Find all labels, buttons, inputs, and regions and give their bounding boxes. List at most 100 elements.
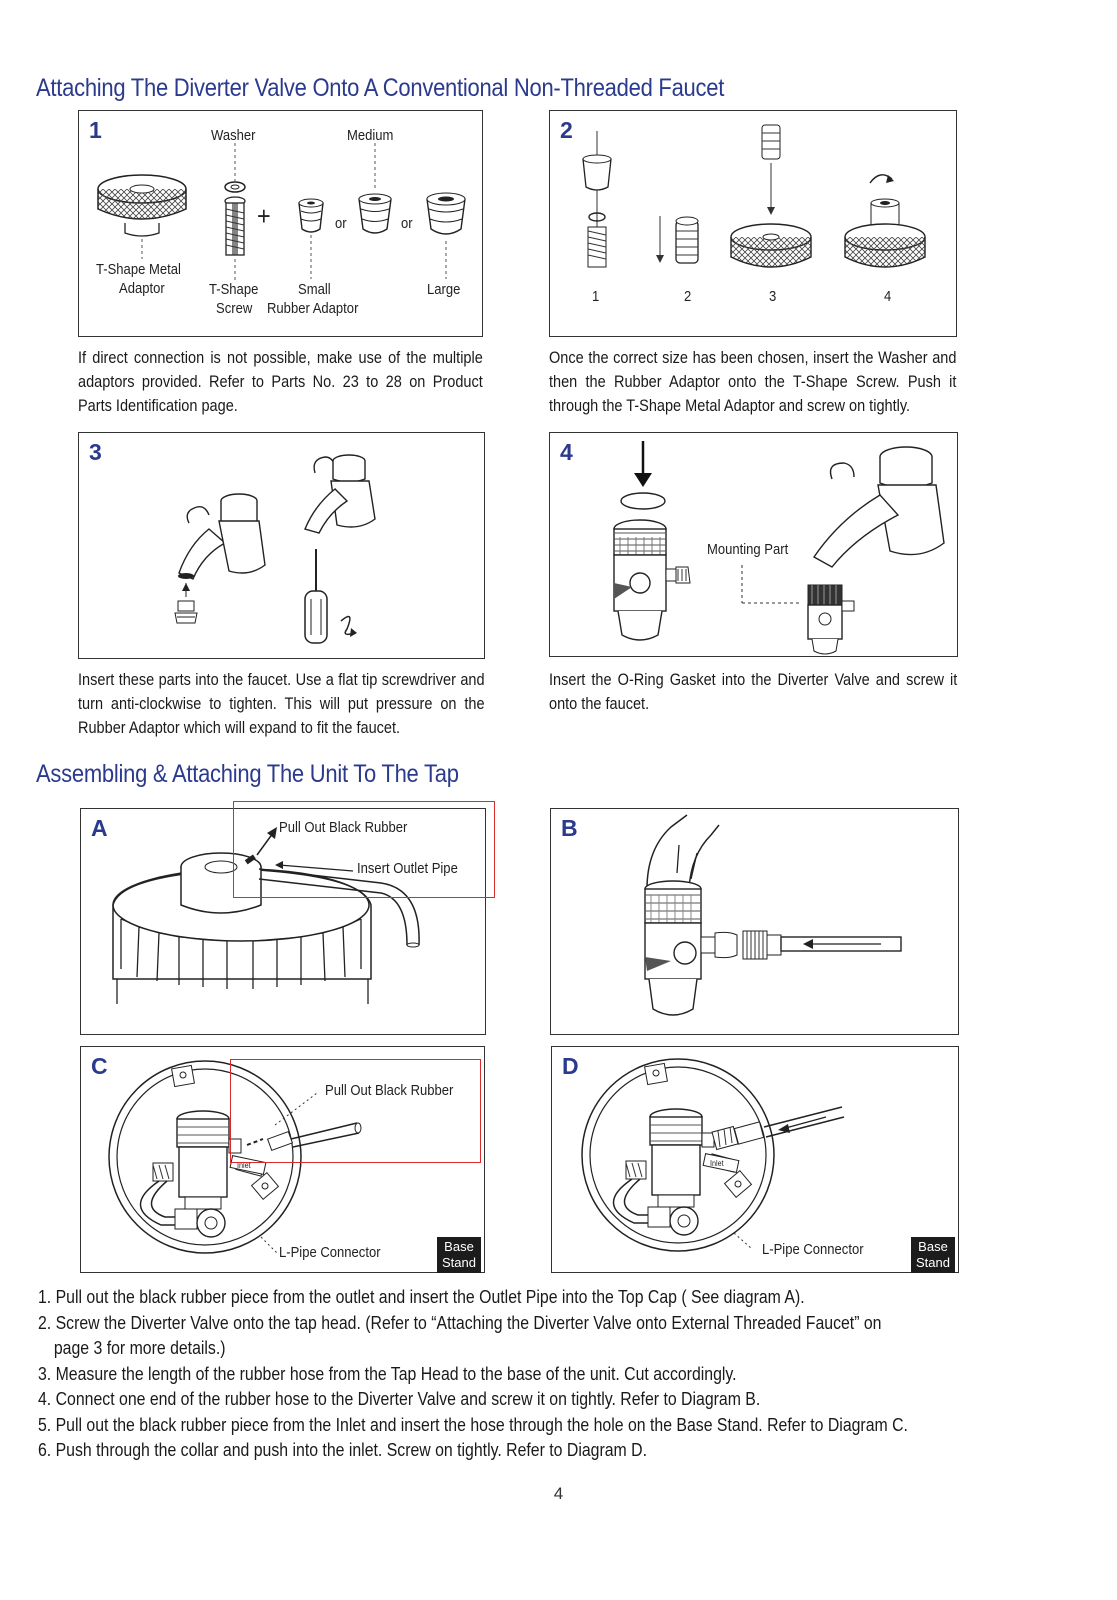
- outlet-pipe-icon: [258, 868, 420, 948]
- label-or-2: or: [401, 216, 413, 232]
- diagram-panel-4: 4 Mounting Part: [549, 432, 958, 657]
- diagram-panel-b: B: [550, 808, 959, 1035]
- base-stand-circle-icon-d: [581, 1058, 775, 1252]
- label-tshape-metal-1: T-Shape Metal: [96, 262, 181, 278]
- step-item: 2. Screw the Diverter Valve onto the tap…: [38, 1312, 882, 1359]
- hose-connector-icon: [700, 930, 782, 960]
- diverter-hose-connection-illustration: [644, 814, 902, 1016]
- label-tshape-screw-1: T-Shape: [209, 282, 259, 298]
- sub-label-2: 2: [684, 289, 692, 305]
- inlet-tag-icon: [229, 1155, 267, 1175]
- label-insert-outlet-pipe: Insert Outlet Pipe: [357, 861, 458, 877]
- base-stand-badge-c: Base Stand: [437, 1237, 481, 1273]
- insert-arrow-icon: [275, 861, 354, 872]
- faucet-icon-2: [304, 454, 376, 534]
- medium-rubber-adaptor-icon: [358, 193, 392, 234]
- panel-c-letter: C: [91, 1053, 108, 1079]
- panel-a-letter: A: [91, 815, 108, 841]
- caption-panel-3: Insert these parts into the faucet. Use …: [78, 671, 485, 737]
- panel-4-number: 4: [560, 439, 573, 465]
- label-pull-out-rubber-c: Pull Out Black Rubber: [325, 1083, 454, 1099]
- section-title-diverter: Attaching The Diverter Valve Onto A Conv…: [36, 74, 725, 102]
- caption-panel-2: Once the correct size has been chosen, i…: [549, 349, 957, 415]
- section-title-assembling: Assembling & Attaching The Unit To The T…: [36, 760, 459, 788]
- diagram-panel-1: 1 Washer Medium + or or T-Shape Metal Ad…: [78, 110, 483, 337]
- diagram-panel-a: A Pull Out Black Rubber Insert Outlet Pi…: [80, 808, 486, 1035]
- diverter-valve-icon: [613, 519, 691, 641]
- connected-hose-icon: [701, 1106, 845, 1151]
- label-tshape-screw-2: Screw: [216, 301, 253, 317]
- base-badge-line-2: Stand: [442, 1255, 476, 1270]
- caption-panel-1: If direct connection is not possible, ma…: [78, 349, 483, 415]
- panel-1-number: 1: [89, 117, 102, 143]
- caption-panel-4: Insert the O-Ring Gasket into the Divert…: [549, 671, 958, 713]
- step-item: 4. Connect one end of the rubber hose to…: [38, 1389, 761, 1409]
- inlet-tag-icon-d: [702, 1153, 740, 1173]
- diagram-panel-d: D Inlet L-Pipe Connector Base Stand: [551, 1046, 959, 1273]
- sub-label-1: 1: [592, 289, 600, 305]
- plus-sign: +: [257, 201, 271, 231]
- tshape-screw-icon: [224, 196, 246, 256]
- diagram-panel-3: 3: [78, 432, 485, 659]
- l-pipe-connector-icon-d: [612, 1160, 699, 1236]
- assembly-steps-list: 1. Pull out the black rubber piece from …: [38, 1285, 918, 1464]
- top-cap-outlet-illustration: [112, 827, 420, 1004]
- faucet-screwdriver-illustration: [174, 454, 376, 644]
- label-medium: Medium: [347, 128, 394, 144]
- base-badge-line-1: Base: [444, 1239, 474, 1254]
- base-stand-badge-d: Base Stand: [911, 1237, 955, 1273]
- pull-out-rubber-icon-c: [246, 1092, 362, 1152]
- rotate-anticlockwise-icon: [340, 615, 357, 637]
- label-washer: Washer: [211, 128, 256, 144]
- adaptor-small-icon: [174, 600, 198, 624]
- panel-b-letter: B: [561, 815, 578, 841]
- o-ring-icon: [620, 492, 666, 510]
- diagram-panel-c: C Pull Out Black Rubber Inlet L-Pipe Con…: [80, 1046, 485, 1273]
- screwdriver-icon: [304, 549, 328, 644]
- label-large: Large: [427, 282, 461, 298]
- label-lpipe-connector-d: L-Pipe Connector: [762, 1242, 864, 1258]
- rubber-hose-icon: [780, 936, 902, 952]
- label-tshape-metal-2: Adaptor: [119, 281, 165, 297]
- page-number: 4: [553, 1484, 564, 1503]
- label-pull-out-rubber-a: Pull Out Black Rubber: [279, 820, 408, 836]
- outlet-stem-icon: [180, 852, 262, 914]
- sub-label-3: 3: [769, 289, 777, 305]
- sub-label-4: 4: [884, 289, 892, 305]
- diagram-panel-2: 2 1 2 3 4: [549, 110, 957, 337]
- label-mounting-part: Mounting Part: [707, 542, 789, 558]
- base-stand-inlet-illustration: [108, 1060, 362, 1254]
- label-or-1: or: [335, 216, 347, 232]
- diverter-valve-mounting-illustration: [613, 441, 945, 655]
- assembly-sequence-illustration: [582, 124, 926, 268]
- pull-out-arrow-icon: [244, 827, 277, 865]
- highlight-box-c: [230, 1059, 481, 1163]
- highlight-box-a: [233, 801, 495, 898]
- step-item: 5. Pull out the black rubber piece from …: [38, 1414, 908, 1435]
- tshape-metal-adaptor-icon: [97, 174, 187, 237]
- base-badge-line-1: Base: [918, 1239, 948, 1254]
- label-small-2: Rubber Adaptor: [267, 301, 359, 317]
- step-item: 3. Measure the length of the rubber hose…: [38, 1363, 737, 1384]
- base-stand-circle-icon: [108, 1060, 302, 1254]
- label-inlet-d: Inlet: [710, 1159, 724, 1168]
- large-rubber-adaptor-icon: [426, 192, 466, 235]
- down-arrow-icon: [634, 441, 652, 487]
- base-stand-connected-illustration: [581, 1058, 845, 1252]
- step-item: 6. Push through the collar and push into…: [38, 1440, 648, 1460]
- label-inlet-c: Inlet: [237, 1161, 251, 1170]
- label-lpipe-connector-c: L-Pipe Connector: [279, 1245, 381, 1261]
- tap-head-icon: [646, 814, 720, 890]
- diverter-valve-icon-b: [644, 880, 702, 1016]
- panel-2-number: 2: [560, 117, 573, 143]
- faucet-icon: [178, 493, 266, 580]
- label-small-1: Small: [298, 282, 331, 298]
- l-pipe-connector-icon: [139, 1162, 226, 1238]
- small-rubber-adaptor-icon: [298, 198, 324, 233]
- base-badge-line-2: Stand: [916, 1255, 950, 1270]
- panel-d-letter: D: [562, 1053, 579, 1079]
- washer-icon: [224, 181, 246, 193]
- adaptor-parts-illustration: [97, 143, 466, 281]
- faucet-with-valve-icon: [807, 446, 945, 655]
- panel-3-number: 3: [89, 439, 102, 465]
